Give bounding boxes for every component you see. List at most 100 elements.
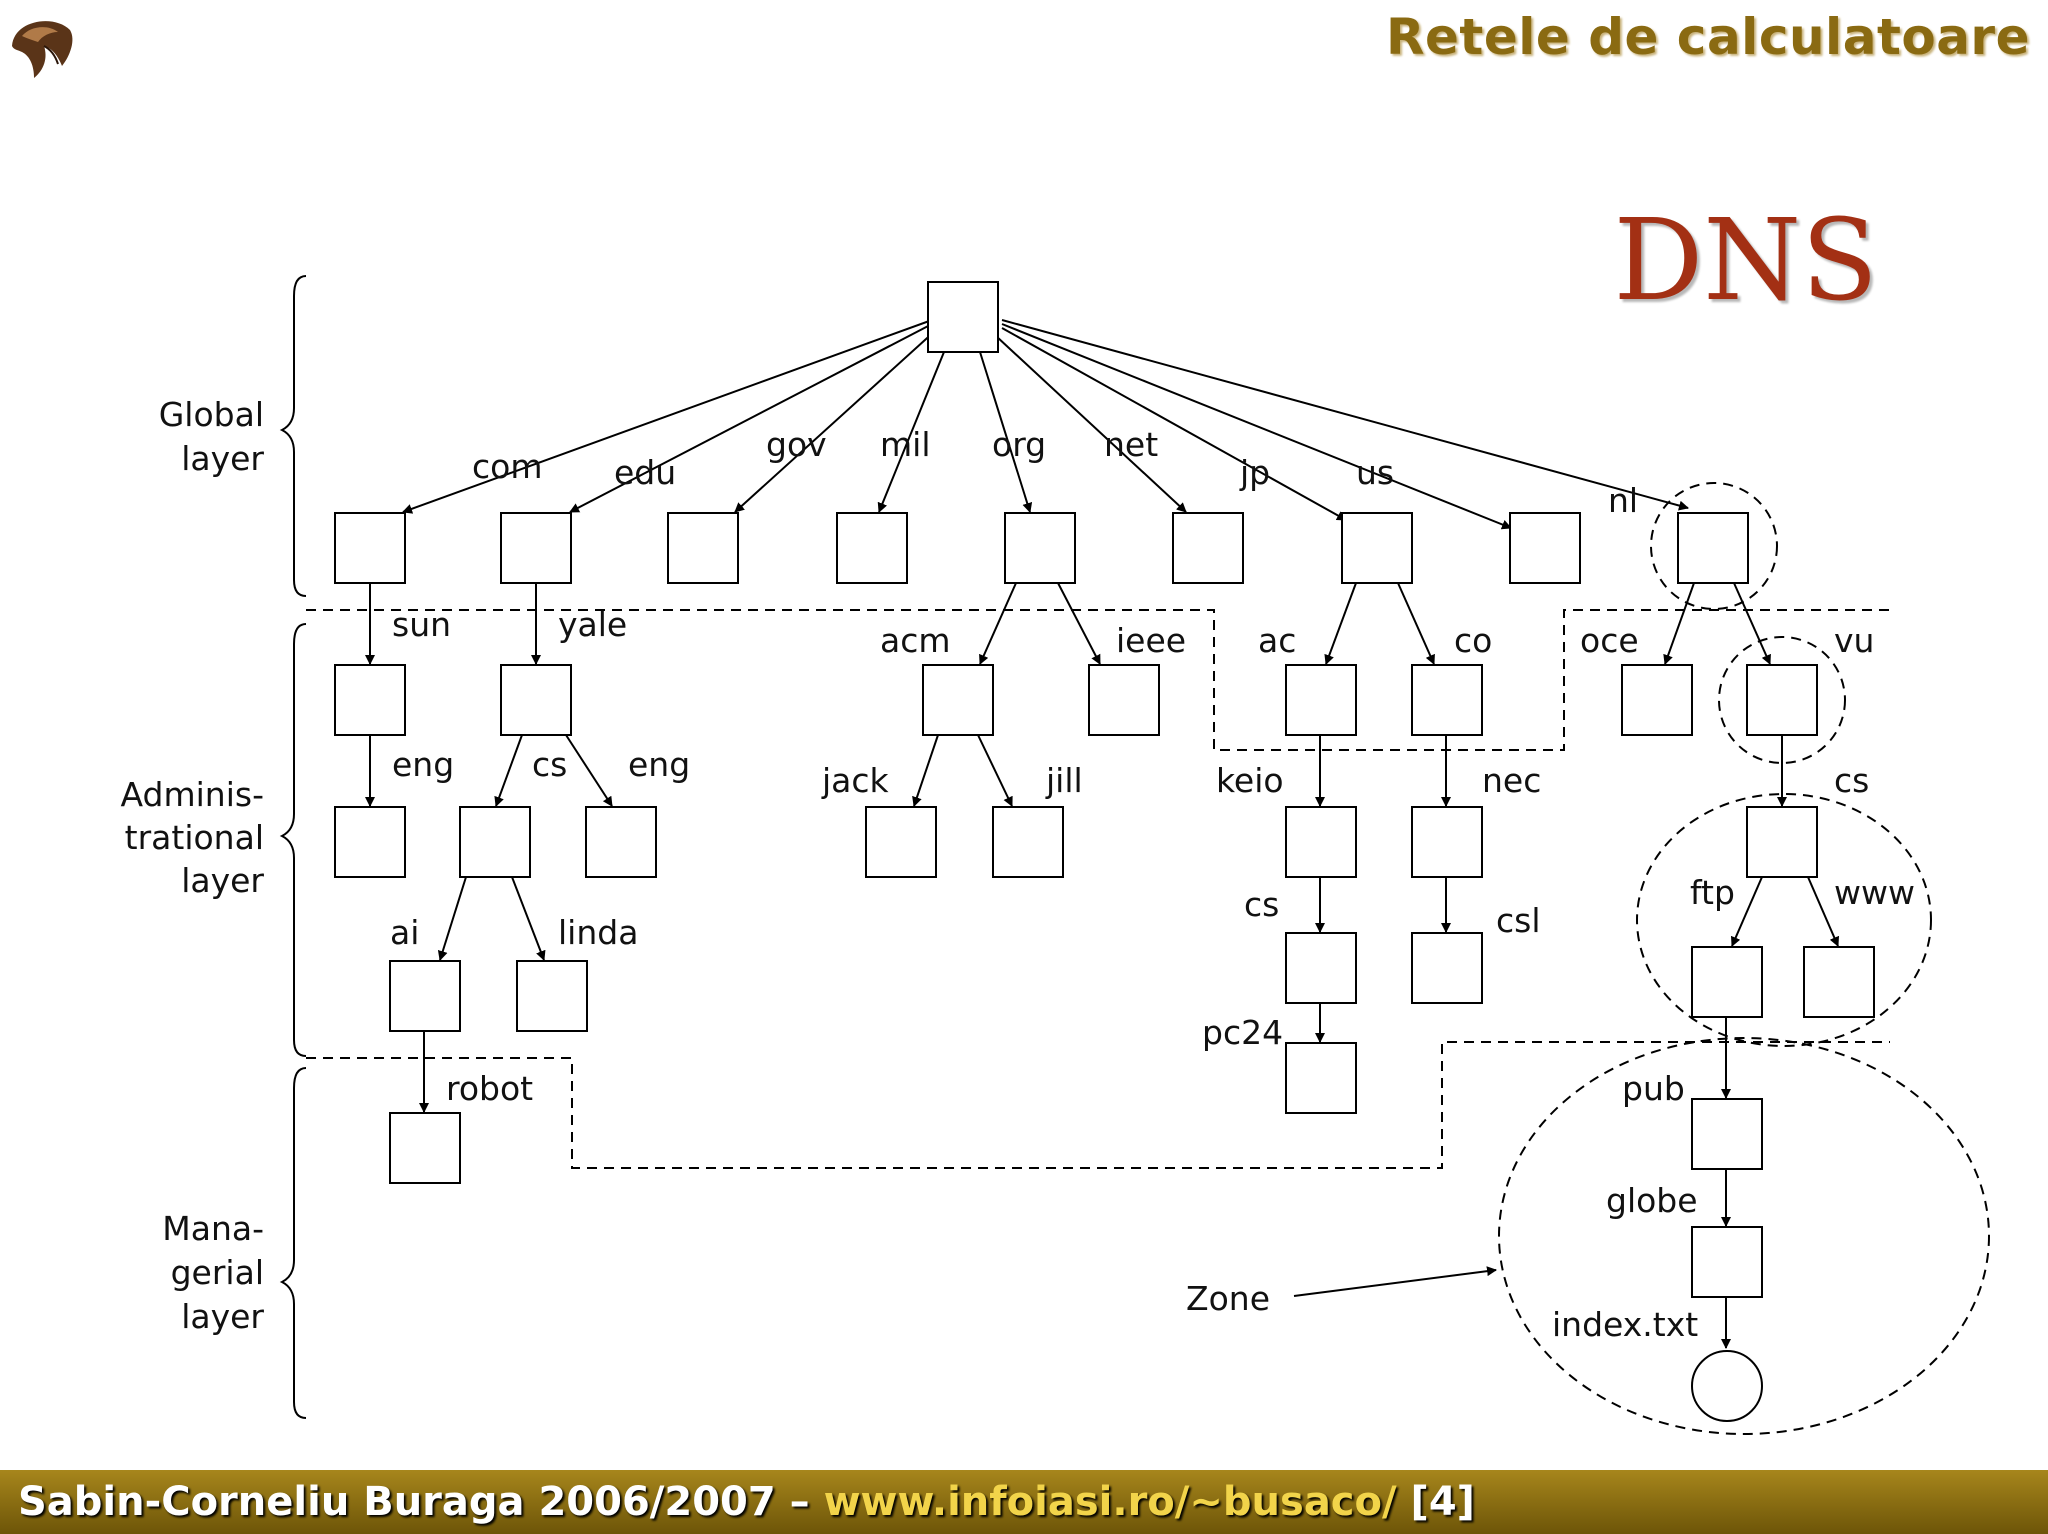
label-jp: jp (1239, 453, 1270, 492)
label-keio: keio (1216, 761, 1284, 800)
label-yale: yale (558, 605, 627, 644)
layer-braces (279, 275, 307, 1419)
edge-www (1807, 876, 1839, 947)
slide-title: DNS (1613, 196, 1878, 326)
edge-nl (1001, 319, 1689, 511)
logo-icon (12, 21, 73, 78)
edge-labels: com edu gov mil org net jp us nl sun yal… (390, 425, 1915, 1344)
label-linda: linda (558, 913, 638, 952)
label-www: www (1834, 873, 1915, 912)
label-globe: globe (1606, 1181, 1698, 1220)
label-edu: edu (614, 453, 676, 492)
footer-page-number: [4] (1410, 1479, 1475, 1525)
label-nec: nec (1482, 761, 1541, 800)
node-com (334, 512, 406, 584)
node-eng2 (585, 806, 657, 878)
zone-boundaries (306, 482, 1990, 1435)
label-eng2: eng (628, 745, 690, 784)
node-www (1803, 946, 1875, 1018)
footer-author: Sabin-Corneliu Buraga 2006/2007 – (18, 1479, 810, 1525)
label-nl: nl (1608, 481, 1638, 520)
label-jill: jill (1045, 761, 1083, 800)
label-us: us (1356, 453, 1394, 492)
node-gov (667, 512, 739, 584)
node-org (1004, 512, 1076, 584)
node-mil (836, 512, 908, 584)
node-root (927, 281, 999, 353)
label-zone: Zone (1186, 1279, 1270, 1318)
node-cs-vu (1746, 806, 1818, 878)
vu-zone-circle (1718, 636, 1846, 764)
label-pub: pub (1622, 1069, 1685, 1108)
label-index-txt: index.txt (1552, 1305, 1698, 1344)
label-cs-yale: cs (532, 745, 567, 784)
node-jill (992, 806, 1064, 878)
edge-org (979, 351, 1033, 513)
edge-gov (734, 329, 937, 513)
label-co: co (1454, 621, 1492, 660)
node-linda (516, 960, 588, 1032)
label-cs-vu: cs (1834, 761, 1869, 800)
global-layer-brace (279, 275, 307, 597)
node-robot (389, 1112, 461, 1184)
admin-layer-brace (279, 623, 307, 1057)
footer-bar: Sabin-Corneliu Buraga 2006/2007 – www.in… (0, 1470, 2048, 1534)
node-nec (1411, 806, 1483, 878)
label-com: com (472, 447, 542, 486)
tree-nodes (334, 281, 1875, 1422)
node-net (1172, 512, 1244, 584)
cs-zone-ellipse (1636, 793, 1932, 1047)
zone-pointer-arrow (1293, 1266, 1497, 1297)
label-net: net (1104, 425, 1158, 464)
admin-managerial-boundary (306, 1041, 1890, 1169)
node-csl (1411, 932, 1483, 1004)
node-us (1509, 512, 1581, 584)
edge-ieee (1057, 582, 1101, 665)
node-globe (1691, 1226, 1763, 1298)
edge-vu (1733, 582, 1771, 665)
node-index-txt (1691, 1350, 1763, 1422)
label-org: org (992, 425, 1046, 464)
ftp-zone-ellipse (1498, 1037, 1990, 1435)
node-oce (1621, 664, 1693, 736)
footer-url-link[interactable]: www.infoiasi.ro/~busaco/ (823, 1479, 1397, 1525)
edge-linda (511, 876, 546, 961)
node-jp (1341, 512, 1413, 584)
node-nl (1677, 512, 1749, 584)
edge-ac (1324, 582, 1357, 665)
node-eng1 (334, 806, 406, 878)
node-ac (1285, 664, 1357, 736)
edge-jill (977, 734, 1013, 807)
node-co (1411, 664, 1483, 736)
label-eng1: eng (392, 745, 454, 784)
node-ftp (1691, 946, 1763, 1018)
label-ieee: ieee (1116, 621, 1186, 660)
node-ieee (1088, 664, 1160, 736)
node-jack (865, 806, 937, 878)
label-cs-keio: cs (1244, 885, 1279, 924)
label-sun: sun (392, 605, 451, 644)
label-gov: gov (766, 425, 827, 464)
edge-eng2 (565, 734, 613, 807)
node-sun (334, 664, 406, 736)
edge-acm (979, 582, 1017, 665)
edge-oce (1663, 582, 1695, 665)
node-cs-keio (1285, 932, 1357, 1004)
label-ac: ac (1258, 621, 1296, 660)
node-pc24 (1285, 1042, 1357, 1114)
edge-mil (877, 351, 945, 513)
node-vu (1746, 664, 1818, 736)
label-csl: csl (1496, 901, 1541, 940)
edge-co (1397, 582, 1435, 665)
course-title: Retele de calculatoare (1386, 8, 2030, 66)
label-ftp: ftp (1690, 873, 1735, 912)
node-yale (500, 664, 572, 736)
edge-jack (912, 734, 939, 807)
label-pc24: pc24 (1202, 1013, 1283, 1052)
node-acm (922, 664, 994, 736)
edge-edu (569, 323, 933, 513)
